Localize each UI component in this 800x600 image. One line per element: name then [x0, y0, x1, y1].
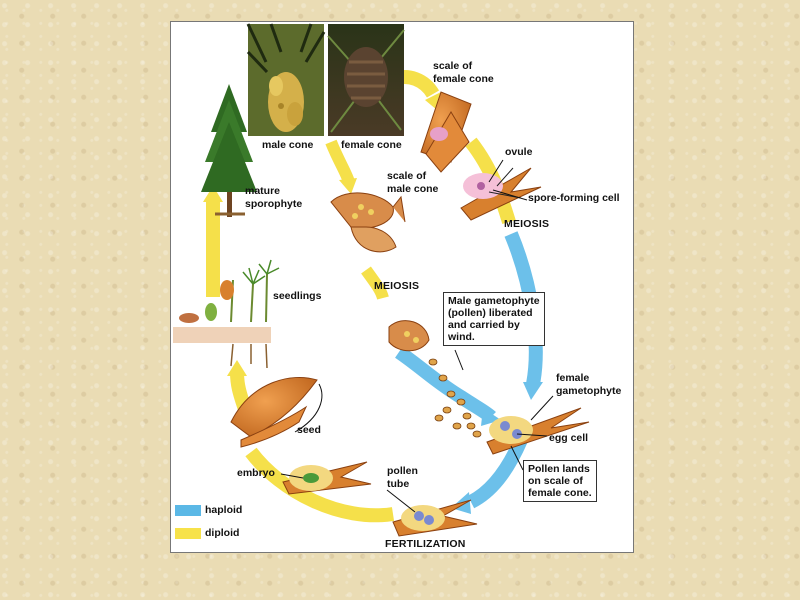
label-female-gametophyte-2: gametophyte: [556, 385, 622, 397]
label-ovule: ovule: [505, 146, 533, 158]
leader-spore-forming-cell: [492, 189, 528, 201]
life-cycle-diagram: [173, 23, 590, 537]
ovule-illustration: [460, 167, 542, 221]
label-mature-sporophyte-1: mature: [245, 185, 281, 197]
callout-pollen-lands: Pollen lands on scale of female cone.: [523, 460, 597, 502]
label-seed: seed: [297, 424, 321, 436]
seed-illustration: [230, 376, 323, 448]
pollen-sac-illustration: [388, 320, 430, 352]
label-pollen-tube-1: pollen: [387, 465, 418, 477]
legend-label-diploid: diploid: [205, 527, 240, 539]
label-scale-of-male-cone-1: scale of: [387, 170, 427, 182]
leader-pollen-liberated: [454, 349, 464, 371]
haploid-arrow-right-head: [523, 382, 543, 400]
label-scale-of-male-cone-2: male cone: [387, 183, 439, 195]
label-fertilization: FERTILIZATION: [385, 538, 466, 550]
label-meiosis-right: MEIOSIS: [504, 218, 550, 230]
callout-line: on scale of: [528, 475, 583, 487]
female-cone-photo: [327, 24, 405, 136]
callout-line: wind.: [448, 331, 475, 343]
diploid-arrow-center-head: [339, 178, 357, 194]
legend-label-haploid: haploid: [205, 504, 243, 516]
callout-line: Male gametophyte: [448, 295, 540, 307]
legend-swatch-diploid: [175, 528, 201, 539]
label-female-gametophyte-1: female: [556, 372, 590, 384]
callout-pollen-liberated: Male gametophyte (pollen) liberated and …: [443, 292, 545, 346]
leader-pollen-lands: [510, 445, 524, 471]
fertilization-illustration: [392, 499, 478, 537]
callout-line: (pollen) liberated: [448, 307, 533, 319]
leader-embryo: [280, 473, 304, 479]
label-egg-cell: egg cell: [549, 432, 589, 444]
embryo-illustration: [282, 461, 372, 495]
label-mature-sporophyte-2: sporophyte: [245, 198, 303, 210]
label-meiosis-center: MEIOSIS: [374, 280, 420, 292]
female-cone-scale: [420, 91, 472, 173]
leader-egg-cell: [516, 433, 548, 437]
diploid-arrow-left-upper-head: [203, 186, 223, 202]
callout-line: female cone.: [528, 487, 592, 499]
mature-sporophyte-tree: [201, 84, 257, 217]
diagram-panel: male cone female cone scale of female co…: [170, 21, 634, 553]
label-male-cone: male cone: [262, 139, 314, 151]
diploid-arrow-left-lower-head: [227, 360, 247, 376]
label-spore-forming-cell: spore-forming cell: [528, 192, 620, 204]
male-cone-scale: [330, 192, 406, 253]
seedlings-illustration: [173, 259, 280, 369]
leader-pollen-tube: [386, 489, 416, 513]
label-pollen-tube-2: tube: [387, 478, 410, 490]
label-embryo: embryo: [237, 467, 275, 479]
legend-swatch-haploid: [175, 505, 201, 516]
male-cone-photo: [246, 23, 326, 136]
label-seedlings: seedlings: [273, 290, 322, 302]
label-female-cone: female cone: [341, 139, 402, 151]
label-scale-of-female-cone-1: scale of: [433, 60, 473, 72]
label-scale-of-female-cone-2: female cone: [433, 73, 494, 85]
diploid-arrow-bottom: [245, 447, 395, 523]
pollen-grains: [428, 358, 482, 438]
leader-ovule: [488, 159, 504, 183]
leader-female-gametophyte: [530, 395, 554, 421]
female-gametophyte-illustration: [486, 407, 590, 455]
diploid-arrow-center-lower: [361, 266, 389, 300]
haploid-arrow-bottom: [467, 437, 528, 509]
callout-line: Pollen lands: [528, 463, 590, 475]
callout-line: and carried by: [448, 319, 520, 331]
